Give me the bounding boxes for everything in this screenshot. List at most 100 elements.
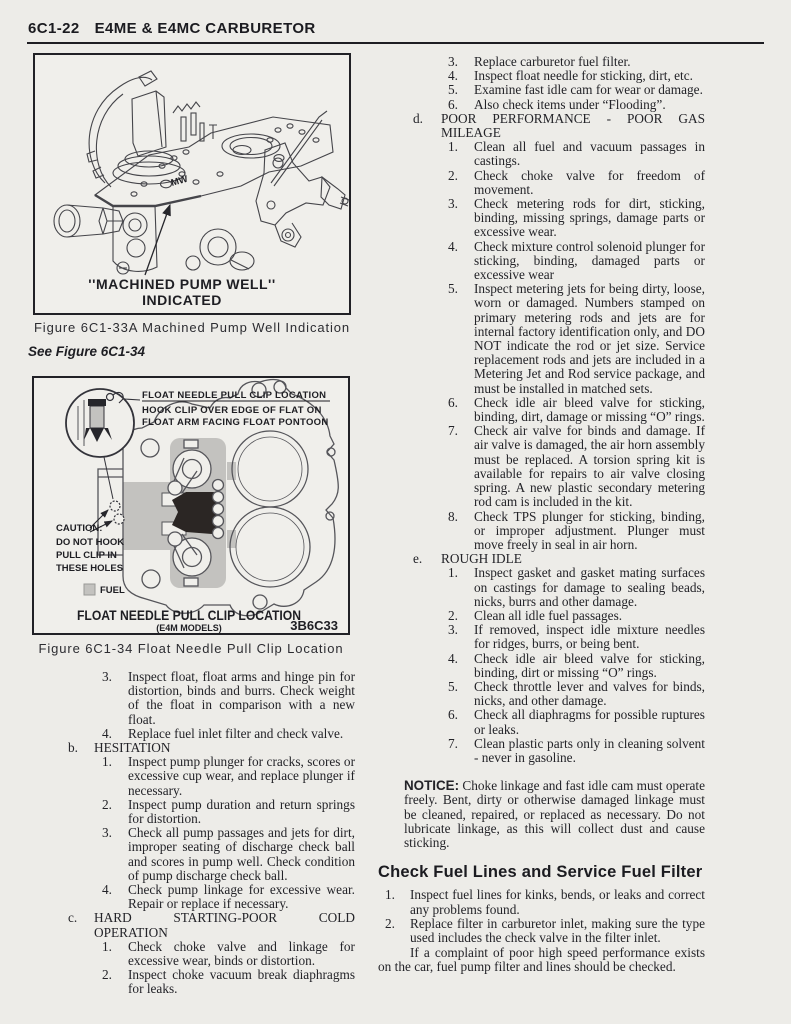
item-text: Examine fast idle cam for wear or damage… <box>474 82 703 98</box>
item-text: Check idle air bleed valve for sticking,… <box>474 394 705 425</box>
section-title: HESITATION <box>94 740 171 756</box>
list-item: 6. Check idle air bleed valve for stickin… <box>448 394 705 425</box>
inset-label-line1: FLOAT NEEDLE PULL CLIP LOCATION <box>142 390 326 401</box>
item-number: 6. <box>448 96 458 112</box>
fuel-filter-items: 1.Inspect fuel lines for kinks, bends, o… <box>385 888 705 945</box>
section-letter: e. <box>413 551 423 567</box>
item-number: 4. <box>448 650 458 666</box>
item-text: Clean all idle fuel passages. <box>474 607 623 623</box>
page-number: 6C1-22 <box>28 20 80 37</box>
notice-text: Choke linkage and fast idle cam must ope… <box>404 778 705 850</box>
fuel-legend-swatch <box>83 583 96 596</box>
machined-pump-well-label-line1: ''MACHINED PUMP WELL'' <box>88 276 275 292</box>
item-text: Check pump linkage for excessive wear. R… <box>128 882 355 912</box>
pump-well-pointer-arrow <box>144 203 171 276</box>
header-rule <box>27 42 764 44</box>
item-text: Check metering rods for dirt, sticking, … <box>474 196 705 240</box>
caution-hole-upper <box>109 500 121 512</box>
item-text: Check choke valve and linkage for excess… <box>128 938 355 969</box>
figure-6c1-33a: MW ''MACHINED PUMP WELL'' INDICATED <box>33 53 351 315</box>
list-item: 3.Inspect float, float arms and hinge pi… <box>102 669 355 727</box>
caution-arrow-lower <box>89 520 113 533</box>
figure-6c1-34: FLOAT NEEDLE PULL CLIP LOCATION HOOK CLI… <box>32 376 350 635</box>
list-item: 2.Check choke valve for freedom of movem… <box>448 168 705 197</box>
list-item: 3. If removed, inspect idle mixture needl… <box>448 622 705 652</box>
section-letter: c. <box>68 910 78 926</box>
closing-paragraph: If a complaint of poor high speed perfor… <box>378 945 705 975</box>
float-dark-area <box>172 492 220 534</box>
section-heading-check-fuel-lines: Check Fuel Lines and Service Fuel Filter <box>378 863 703 882</box>
item-number: 3. <box>448 54 458 69</box>
list-item: 3.Check all pump passages and jets for d… <box>102 826 355 883</box>
list-item: 2. Clean all idle fuel passages. <box>448 607 705 623</box>
caution-arrow-upper <box>89 509 109 529</box>
item-number: 1. <box>448 565 458 581</box>
list-item: 3.Replace carburetor fuel filter. <box>448 54 705 69</box>
list-item: 6. Also check items under “Flooding”. <box>448 96 705 112</box>
figure-code: 3B6C33 <box>290 618 338 633</box>
section-title: ROUGH IDLE <box>441 551 522 567</box>
item-number: 5. <box>448 82 458 98</box>
section-hesitation: b. HESITATION <box>68 740 355 756</box>
item-number: 4. <box>102 882 112 898</box>
item-number: 5. <box>448 678 458 694</box>
item-text: Inspect float needle for sticking, dirt,… <box>474 68 693 84</box>
caution-label-line3: PULL CLIP IN <box>56 550 117 561</box>
item-number: 3. <box>448 622 458 638</box>
item-text: Clean plastic parts only in cleaning sol… <box>474 735 705 765</box>
list-item: 4. Inspect float needle for sticking, dir… <box>448 69 705 83</box>
poor-performance-items: 1.Clean all fuel and vacuum passages in … <box>448 140 705 552</box>
figure-6c1-33a-caption: Figure 6C1-33A Machined Pump Well Indica… <box>33 320 351 335</box>
item-number: 3. <box>102 669 112 684</box>
section-letter: b. <box>68 740 78 756</box>
item-text: Check all diaphragms for possible ruptur… <box>474 707 705 737</box>
inset-label-leader <box>123 398 141 401</box>
carburetor-isometric-drawing: MW ''MACHINED PUMP WELL'' INDICATED <box>53 70 349 308</box>
item-number: 2. <box>448 607 458 623</box>
list-item: 2.Inspect pump duration and return sprin… <box>102 797 355 826</box>
section-letter: d. <box>413 110 423 126</box>
flooding-items-right: 3.Replace carburetor fuel filter. 4. Insp… <box>448 54 705 112</box>
see-figure-reference: See Figure 6C1-34 <box>28 344 146 359</box>
needle-clip-inset <box>65 388 135 458</box>
mw-mark-label: MW <box>170 174 189 189</box>
notice-label: NOTICE: <box>404 778 460 794</box>
list-item: 5. Examine fast idle cam for wear or dama… <box>448 83 705 97</box>
list-item: 1.Inspect pump plunger for cracks, score… <box>102 755 355 798</box>
item-number: 4. <box>102 725 112 741</box>
float-bowl-top-view-drawing: FLOAT NEEDLE PULL CLIP LOCATION HOOK CLI… <box>56 378 339 633</box>
item-number: 7. <box>448 735 458 751</box>
flooding-items-continued: 3.Inspect float, float arms and hinge pi… <box>102 669 355 741</box>
inset-to-hole-leader <box>103 456 114 500</box>
list-item: 1. Inspect gasket and gasket mating surfa… <box>448 566 705 609</box>
item-number: 6. <box>448 394 458 410</box>
list-item: 4.Check idle air bleed valve for stickin… <box>448 650 705 680</box>
list-item: 3. Check metering rods for dirt, sticking… <box>448 196 705 240</box>
list-item: 2.Replace filter in carburetor inlet, ma… <box>385 915 705 945</box>
item-text: Replace filter in carburetor inlet, maki… <box>410 915 705 945</box>
item-text: Check air valve for binds and damage. If… <box>474 423 705 510</box>
caution-label-line2: DO NOT HOOK <box>56 537 124 548</box>
list-item: 4.Check mixture control solenoid plunger… <box>448 239 705 283</box>
item-number: 3. <box>448 196 458 212</box>
item-text: Also check items under “Flooding”. <box>474 96 666 112</box>
item-number: 1. <box>102 938 112 954</box>
section-poor-performance: d.POOR PERFORMANCE - POOR GAS MILEAGE <box>413 110 705 140</box>
rough-idle-items: 1. Inspect gasket and gasket mating surfa… <box>448 566 705 765</box>
item-number: 6. <box>448 707 458 723</box>
section-rough-idle: e. ROUGH IDLE <box>413 551 705 567</box>
machined-pump-well-label-line2: INDICATED <box>142 292 222 308</box>
item-text: If removed, inspect idle mixture needles… <box>474 622 705 652</box>
item-text: Replace fuel inlet filter and check valv… <box>128 725 344 741</box>
gasket-outline <box>97 378 339 617</box>
item-number: 1. <box>102 754 112 770</box>
item-number: 4. <box>448 68 458 84</box>
item-text: Inspect gasket and gasket mating surface… <box>474 565 705 609</box>
caution-hole-lower <box>113 513 125 525</box>
list-item: 1. Check choke valve and linkage for exce… <box>102 938 355 969</box>
list-item: 4. Replace fuel inlet filter and check va… <box>102 725 355 741</box>
item-text: Check all pump passages and jets for dir… <box>128 825 355 883</box>
item-text: Inspect choke vacuum break diaphragms fo… <box>128 967 355 997</box>
